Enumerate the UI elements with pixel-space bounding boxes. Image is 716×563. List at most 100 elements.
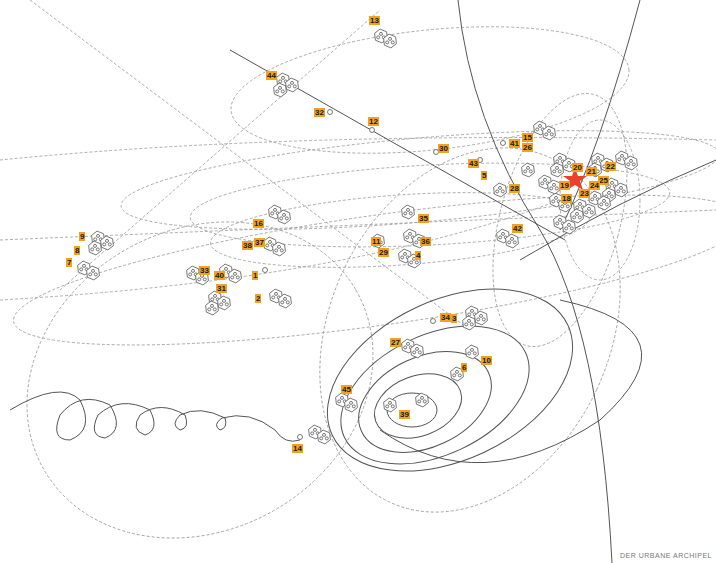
- cell-dot: [276, 90, 279, 93]
- cell-dot: [409, 212, 412, 215]
- cell-dot: [565, 227, 568, 230]
- cell-dot: [477, 318, 480, 321]
- cell-shape: [229, 269, 242, 283]
- cell-dot: [568, 223, 571, 226]
- cell-dot: [591, 198, 594, 201]
- cell-dot: [280, 217, 283, 220]
- callout-number: 45: [341, 385, 352, 394]
- cell-dot: [272, 296, 275, 299]
- cell-dot: [284, 297, 287, 300]
- callout-number: 38: [242, 241, 253, 250]
- cell-dot: [539, 124, 542, 127]
- cell-dot: [453, 374, 456, 377]
- cell-dot: [275, 292, 278, 295]
- cell-shape: [318, 430, 331, 444]
- cell-dot: [203, 278, 206, 281]
- callout-number: 44: [266, 71, 277, 80]
- callout-number: 36: [420, 237, 431, 246]
- callout-number: 3: [451, 314, 457, 323]
- cell-dot: [565, 165, 568, 168]
- callout-number: 15: [522, 133, 533, 142]
- cell-shape: [563, 220, 576, 234]
- cell-dot: [92, 269, 95, 272]
- callout-number: 32: [314, 108, 325, 117]
- callout-number: 39: [399, 410, 410, 419]
- callout-number: 34: [440, 313, 451, 322]
- callout-number: 37: [254, 238, 265, 247]
- cell-dot: [502, 232, 505, 235]
- cell-dot: [406, 236, 409, 239]
- cell-dot: [352, 405, 355, 408]
- small-node-dot: [431, 319, 436, 324]
- cell-dot: [632, 163, 635, 166]
- cell-dot: [621, 154, 624, 157]
- cell-dot: [320, 437, 323, 440]
- cell-dot: [225, 303, 228, 306]
- cell-dot: [415, 261, 418, 264]
- cell-dot: [314, 428, 317, 431]
- cell-shape: [345, 398, 358, 412]
- cell-dot: [499, 236, 502, 239]
- cell-shape: [402, 205, 415, 219]
- cell-shape: [543, 126, 556, 140]
- callout-number: 5: [481, 171, 487, 180]
- callout-number: 13: [369, 16, 380, 25]
- cell-dot: [347, 405, 350, 408]
- cell-dot: [550, 133, 553, 136]
- cell-shape: [279, 294, 292, 308]
- cell-dot: [579, 202, 582, 205]
- cell-shape: [571, 209, 584, 223]
- cell-dot: [594, 160, 597, 163]
- cell-dot: [600, 203, 603, 206]
- cell-dot: [271, 212, 274, 215]
- callout-number: 16: [253, 219, 264, 228]
- cell-dot: [404, 252, 407, 255]
- cell-dot: [279, 86, 282, 89]
- cell-dot: [603, 199, 606, 202]
- cell-dot: [421, 396, 424, 399]
- cell-dot: [608, 191, 611, 194]
- callout-number: 6: [461, 363, 467, 372]
- cell-dot: [94, 244, 97, 247]
- cell-dot: [608, 185, 611, 188]
- cell-dot: [555, 187, 558, 190]
- cell-shape: [384, 398, 397, 412]
- cell-dot: [468, 319, 471, 322]
- cell-dot: [610, 195, 613, 198]
- watermark: DER URBANE ARCHIPEL: [620, 552, 712, 559]
- cell-dot: [291, 81, 294, 84]
- cell-dot: [285, 217, 288, 220]
- cell-dot: [266, 244, 269, 247]
- cell-shape: [522, 163, 535, 177]
- callout-number: 22: [605, 162, 616, 171]
- cell-dot: [423, 400, 426, 403]
- callout-number: 28: [509, 184, 520, 193]
- cell-shape: [286, 78, 299, 92]
- cell-dot: [585, 211, 588, 214]
- cell-dot: [471, 309, 474, 312]
- cell-dot: [275, 249, 278, 252]
- cell-dot: [578, 216, 581, 219]
- cell-dot: [548, 129, 551, 132]
- cell-dot: [281, 90, 284, 93]
- cell-dot: [278, 245, 281, 248]
- cell-dot: [597, 156, 600, 159]
- cell-shape: [206, 301, 219, 315]
- cell-dot: [552, 200, 555, 203]
- cell-shape: [89, 241, 102, 255]
- cell-dot: [94, 238, 97, 241]
- cell-dot: [480, 314, 483, 317]
- cell-dot: [511, 237, 514, 240]
- cell-dot: [588, 207, 591, 210]
- small-node-dot: [263, 268, 268, 273]
- cell-dot: [282, 76, 285, 79]
- cell-dot: [622, 190, 625, 193]
- cell-shape: [598, 196, 611, 210]
- cell-dot: [274, 208, 277, 211]
- callout-number: 8: [74, 246, 80, 255]
- cell-shape: [384, 34, 397, 48]
- cell-dot: [558, 170, 561, 173]
- callout-number: 23: [579, 189, 590, 198]
- callout-number: 20: [572, 163, 583, 172]
- cell-dot: [555, 196, 558, 199]
